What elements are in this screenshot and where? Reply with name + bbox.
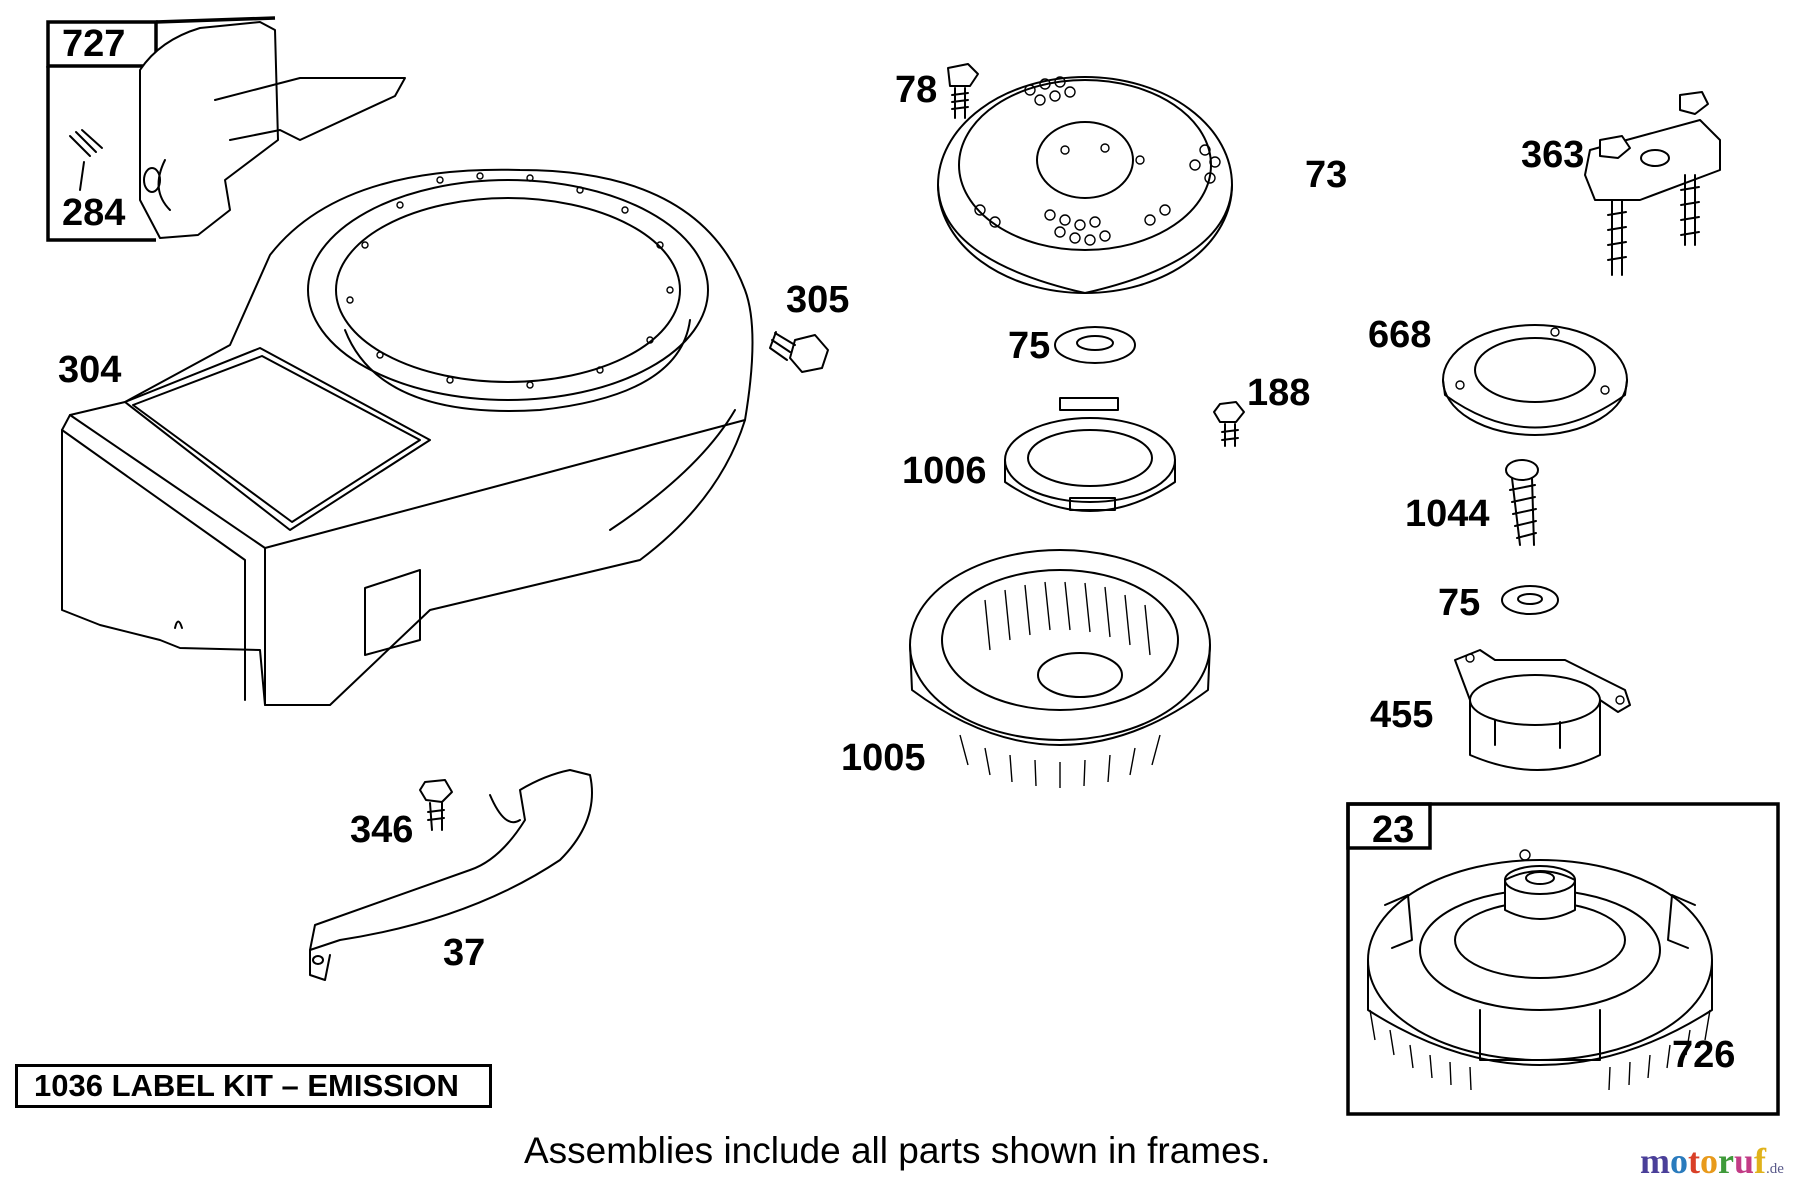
watermark-letter: o (1700, 1141, 1718, 1181)
part-1006-starter-cup (1004, 397, 1176, 512)
label-73: 73 (1305, 154, 1347, 196)
watermark-tld: .de (1766, 1161, 1784, 1177)
label-346: 346 (350, 809, 413, 851)
label-304: 304 (58, 349, 121, 391)
footer-note: Assemblies include all parts shown in fr… (524, 1130, 1271, 1171)
label-37: 37 (443, 932, 485, 974)
frame-23 (1346, 802, 1780, 1116)
part-455-cup (1454, 649, 1631, 771)
label-727: 727 (62, 23, 125, 65)
part-75-washer-lower (1501, 585, 1559, 615)
part-37-deflector (309, 769, 593, 981)
part-73-screen (937, 76, 1233, 294)
watermark-letter: u (1733, 1141, 1755, 1181)
label-363: 363 (1521, 134, 1584, 176)
label-188: 188 (1247, 372, 1310, 414)
label-1044: 1044 (1405, 493, 1490, 535)
label-23: 23 (1372, 809, 1414, 851)
part-305-screw (769, 331, 829, 373)
watermark-letter: o (1670, 1141, 1688, 1181)
part-346-screw (419, 779, 453, 831)
label-78: 78 (895, 69, 937, 111)
label-668: 668 (1368, 314, 1431, 356)
label-75-lower: 75 (1438, 582, 1480, 624)
watermark-letter: f (1754, 1141, 1767, 1181)
watermark-logo: motoruf.de (1640, 1140, 1784, 1182)
watermark-letter: m (1640, 1141, 1670, 1181)
part-75-washer-upper (1054, 326, 1136, 364)
label-75-upper: 75 (1008, 325, 1050, 367)
part-78-screw (947, 63, 979, 119)
part-1005-flywheel (909, 549, 1211, 788)
label-1006: 1006 (902, 450, 987, 492)
part-304-blower-housing (61, 168, 754, 706)
label-726: 726 (1672, 1034, 1735, 1076)
part-188-screw (1213, 401, 1245, 447)
label-455: 455 (1370, 694, 1433, 736)
label-1005: 1005 (841, 737, 926, 779)
watermark-letter: r (1718, 1141, 1734, 1181)
part-1044-bolt (1505, 459, 1539, 546)
part-668-plate (1442, 324, 1628, 436)
label-305: 305 (786, 279, 849, 321)
label-284: 284 (62, 192, 125, 234)
frame-727 (46, 16, 406, 242)
label-kit-box: 1036 LABEL KIT – EMISSION (15, 1064, 492, 1108)
watermark-letters: motoruf (1640, 1141, 1766, 1181)
part-363-bracket (1584, 91, 1721, 276)
watermark-letter: t (1688, 1141, 1700, 1181)
